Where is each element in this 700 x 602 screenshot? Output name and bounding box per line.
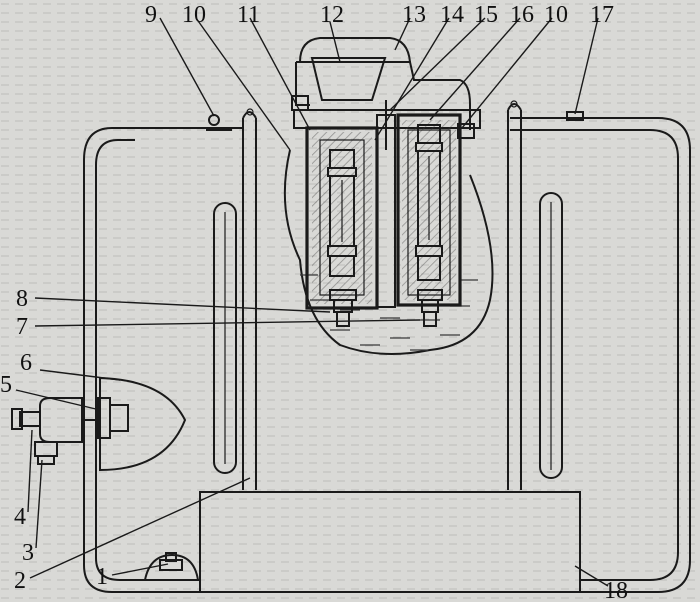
right-posts xyxy=(507,100,563,490)
right-heater xyxy=(396,113,462,327)
leader-lines xyxy=(15,17,609,587)
left-heater xyxy=(305,126,379,327)
label-14: 14 xyxy=(440,2,464,28)
left-posts xyxy=(213,108,257,490)
label-12: 12 xyxy=(320,2,344,28)
label-group: 9 10 11 12 13 14 15 16 10 17 8 7 6 5 4 3… xyxy=(0,2,628,602)
top-rail xyxy=(135,117,540,129)
label-10-right: 10 xyxy=(544,2,568,28)
outer-frame xyxy=(83,117,691,593)
tank-body xyxy=(283,149,494,355)
center-divider xyxy=(376,100,396,308)
label-3: 3 xyxy=(22,540,34,566)
label-5: 5 xyxy=(0,372,12,398)
label-4: 4 xyxy=(14,504,26,530)
label-2: 2 xyxy=(14,568,26,594)
base-box xyxy=(199,491,581,593)
label-7: 7 xyxy=(16,314,28,340)
label-8: 8 xyxy=(16,286,28,312)
label-1: 1 xyxy=(96,564,108,590)
label-13: 13 xyxy=(402,2,426,28)
label-11: 11 xyxy=(237,2,260,28)
label-9: 9 xyxy=(145,2,157,28)
label-10-left: 10 xyxy=(182,2,206,28)
label-6: 6 xyxy=(20,350,32,376)
label-15: 15 xyxy=(474,2,498,28)
label-16: 16 xyxy=(510,2,534,28)
side-dome xyxy=(11,376,187,472)
label-18: 18 xyxy=(604,578,628,602)
label-17: 17 xyxy=(590,2,614,28)
